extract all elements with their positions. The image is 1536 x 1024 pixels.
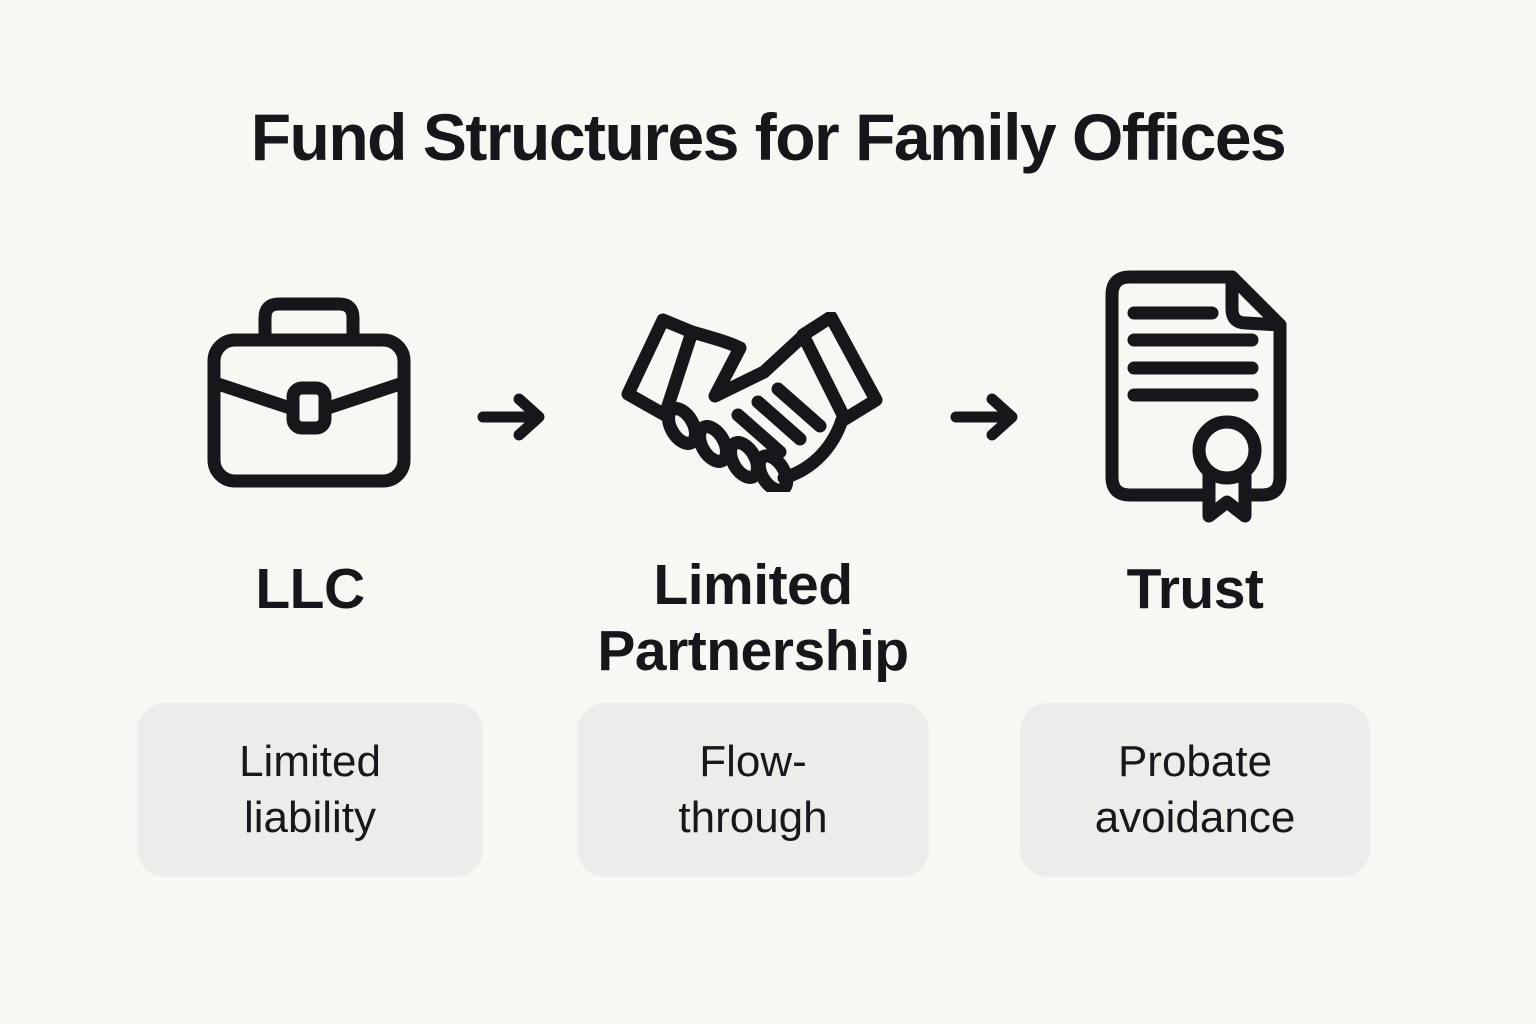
column-label-llc: LLC [255,557,365,621]
page-title: Fund Structures for Family Offices [250,100,1287,174]
benefit-text-llc: Limited liability [239,736,381,842]
briefcase-icon [207,296,411,493]
benefit-badge-trust: Probate avoidance [1020,703,1370,877]
benefit-text-limited-partnership: Flow-through [678,736,828,842]
benefit-badge-limited-partnership: Flow-through [577,703,929,877]
benefit-badge-llc: Limited liability [137,703,483,877]
column-label-trust: Trust [1126,557,1264,621]
flow-arrow-icon [477,393,561,446]
handshake-icon [618,310,883,497]
document-seal-icon [1104,269,1289,529]
column-label-limited-partnership: Limited Partnership [597,553,909,684]
benefit-text-trust: Probate avoidance [1094,736,1296,842]
flow-arrow-icon [950,393,1034,446]
